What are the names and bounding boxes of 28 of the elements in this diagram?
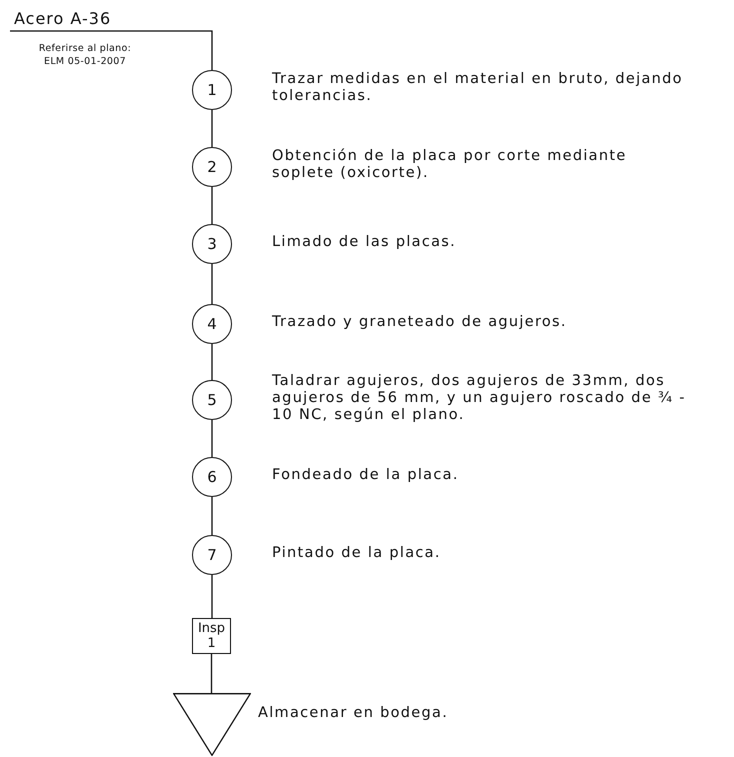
flow-line	[211, 575, 213, 618]
step-description: Limado de las placas.	[272, 234, 458, 250]
material-label: Acero A-36	[14, 6, 124, 30]
flow-line	[211, 187, 213, 224]
flow-line	[210, 654, 212, 693]
operation-circle: 1	[192, 70, 232, 110]
flow-line	[211, 110, 213, 147]
operation-circle: 3	[192, 224, 232, 264]
flow-line	[211, 264, 213, 304]
step-description: Almacenar en bodega.	[258, 705, 450, 722]
flow-line	[10, 30, 213, 70]
step-description: Fondeado de la placa.	[272, 466, 460, 484]
step-description: Pintado de la placa.	[272, 544, 442, 562]
step-description: Obtención de la placa por corte mediante soplete (oxicorte).	[272, 148, 628, 182]
step-description: Taladrar agujeros, dos agujeros de 33mm, dos agujeros de 56 mm, y un agujero roscado de ¾ - 10 NC, según el plano.	[272, 372, 687, 424]
operation-circle: 4	[192, 304, 232, 344]
operation-circle: 2	[192, 147, 232, 187]
operation-circle: 5	[192, 380, 232, 420]
step-description: Trazado y graneteado de agujeros.	[272, 314, 568, 330]
storage-triangle	[173, 693, 251, 756]
flow-line	[211, 420, 213, 457]
inspection-box: Insp 1	[192, 618, 231, 654]
operation-circle: 6	[192, 457, 232, 497]
operation-circle: 7	[192, 535, 232, 575]
step-description: Trazar medidas en el material en bruto, dejando tolerancias.	[272, 71, 684, 105]
flow-line	[211, 344, 213, 380]
flow-line	[211, 497, 213, 535]
reference-note: Referirse al plano: ELM 05-01-2007	[38, 42, 132, 68]
